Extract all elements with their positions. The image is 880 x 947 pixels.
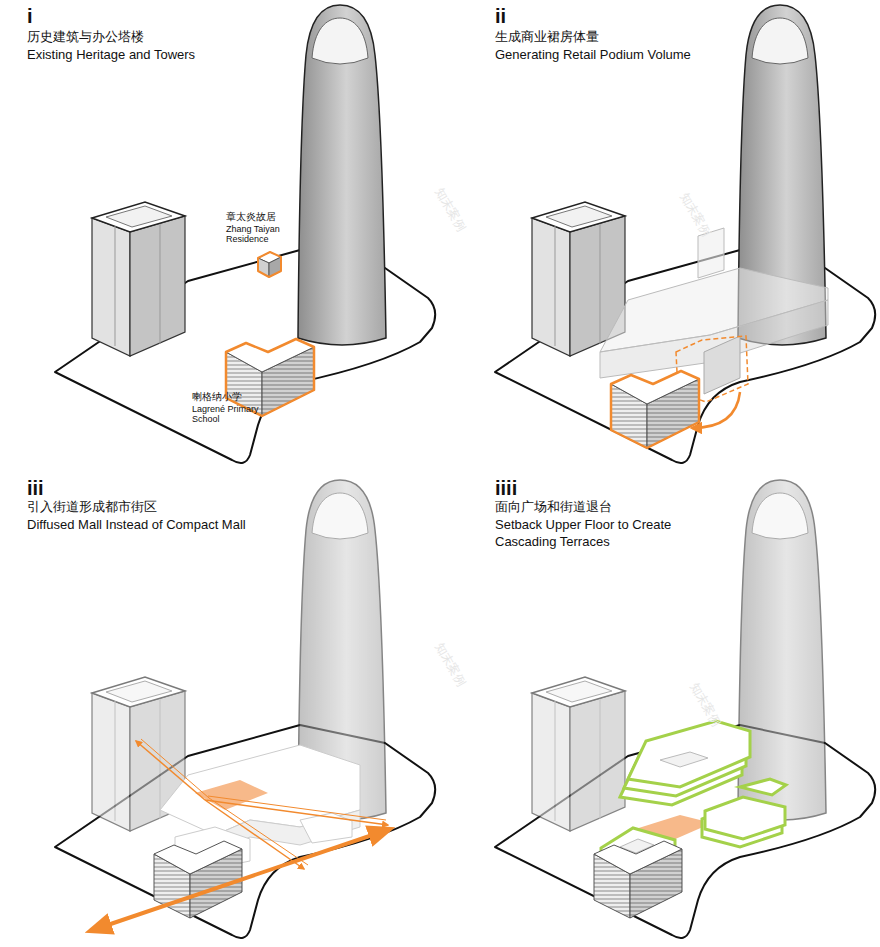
panel-number: iiii — [495, 478, 517, 498]
podium-mass — [300, 813, 352, 843]
panel-two — [495, 5, 875, 463]
terrace-tier — [705, 797, 785, 839]
watermark: 知末案例 — [431, 640, 469, 689]
panel-one — [55, 5, 435, 463]
heritage-label: 章太炎故居 — [226, 211, 276, 223]
street-arrow — [208, 796, 386, 820]
panel-title: 历史建筑与办公塔楼 — [27, 29, 144, 46]
panel-title: 面向广场和街道退台 — [495, 499, 612, 516]
residence-block — [258, 252, 281, 277]
school-moved — [611, 371, 699, 448]
watermark: 知末案例 — [686, 680, 724, 729]
watermark: 知末案例 — [676, 190, 714, 239]
watermark: 知末案例 — [431, 185, 469, 234]
podium-volume — [704, 336, 740, 394]
panel-number: i — [27, 6, 33, 26]
panel-title: Setback Upper Floor to Create Cascading … — [495, 517, 710, 551]
school-building — [611, 371, 699, 448]
left-tower — [532, 677, 625, 831]
heritage-label: 喇格纳小学 — [192, 391, 242, 403]
panel-title: Existing Heritage and Towers — [27, 47, 195, 64]
panel-title: 生成商业裙房体量 — [495, 29, 599, 46]
terrace-tier — [740, 779, 786, 795]
street-arrow — [141, 739, 209, 798]
panel-three — [55, 480, 435, 938]
street-arrow — [90, 829, 390, 931]
terrace-tier — [628, 721, 750, 787]
heritage-outline — [611, 371, 699, 448]
courtyard — [660, 752, 708, 767]
panel-title: Generating Retail Podium Volume — [495, 47, 691, 64]
heritage-label: Zhang Taiyan Residence — [226, 224, 298, 245]
office-tower — [298, 5, 386, 345]
panel-title: Diffused Mall Instead of Compact Mall — [27, 517, 246, 534]
street-arrow — [136, 741, 205, 800]
school-moved — [594, 841, 682, 918]
heritage-label: Lagrené Primary School — [192, 404, 270, 425]
street-arrow — [205, 800, 388, 825]
left-tower — [92, 202, 185, 356]
panel-four — [495, 480, 875, 938]
heritage-outline — [258, 252, 281, 277]
panel-number: iii — [27, 478, 44, 498]
school-building — [594, 841, 682, 918]
panel-title: 引入街道形成都市街区 — [27, 499, 157, 516]
street-arrow — [209, 798, 308, 865]
panel-number: ii — [495, 6, 506, 26]
street-arrow — [205, 800, 304, 869]
office-tower — [738, 480, 826, 820]
